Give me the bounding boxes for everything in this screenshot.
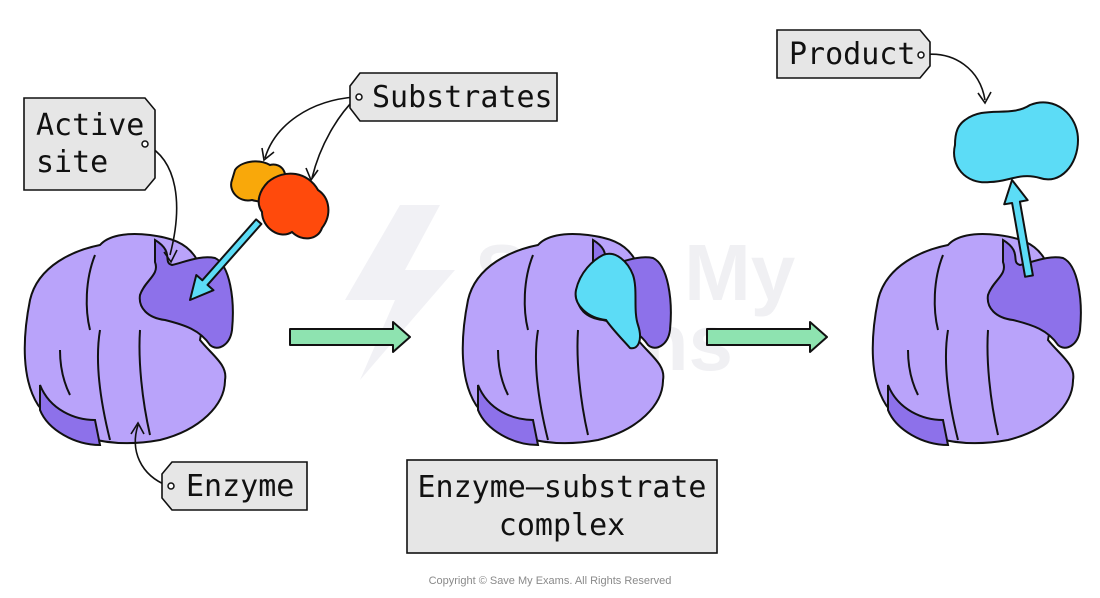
label-active-site: Active site	[23, 97, 156, 191]
copyright-notice: Copyright © Save My Exams. All Rights Re…	[429, 575, 672, 587]
label-complex: Enzyme—substrate complex	[406, 459, 718, 554]
label-substrates: Substrates	[349, 72, 558, 122]
watermark-bolt-icon	[345, 205, 455, 380]
process-arrow-1	[289, 321, 411, 353]
binding-arrow	[189, 218, 263, 301]
process-arrow-2	[706, 321, 828, 353]
enzyme-substrate-complex	[461, 233, 672, 446]
bound-substrate	[574, 252, 641, 350]
complex-text-2: complex	[499, 508, 625, 543]
product-molecule	[953, 101, 1080, 184]
label-product: Product	[776, 29, 931, 79]
substrate-red	[257, 172, 330, 240]
active-site-text-1: Active	[36, 108, 144, 143]
active-site-text-2: site	[36, 145, 108, 180]
substrates-text: Substrates	[372, 80, 553, 115]
complex-text-1: Enzyme—substrate	[418, 470, 707, 505]
substrates-group	[230, 160, 330, 240]
product-text: Product	[789, 37, 915, 72]
label-enzyme: Enzyme	[161, 461, 308, 511]
release-arrow	[1003, 179, 1034, 278]
enzyme-free	[23, 233, 234, 446]
enzyme-released	[871, 233, 1082, 446]
enzyme-text: Enzyme	[186, 469, 294, 504]
